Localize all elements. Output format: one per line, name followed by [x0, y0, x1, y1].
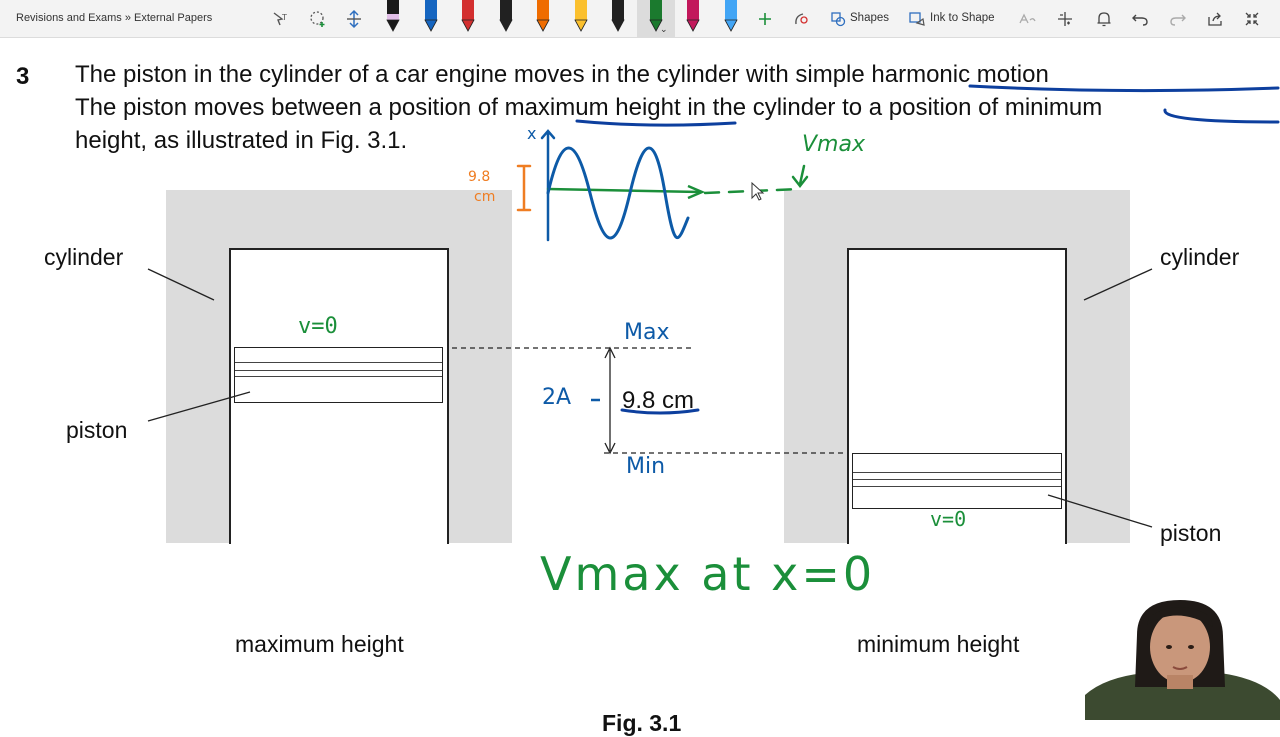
- add-space-icon[interactable]: [342, 0, 366, 38]
- pen-9[interactable]: [683, 0, 703, 32]
- annotation-min: Min: [626, 454, 666, 479]
- label-piston-right: piston: [1160, 520, 1222, 546]
- caption-min-height: minimum height: [857, 631, 1020, 657]
- annotation-vmax-top: Vmax: [802, 132, 865, 157]
- mouse-cursor-icon: [751, 181, 765, 201]
- distance-label: 9.8 cm: [622, 387, 695, 414]
- question-line-1: The piston in the cylinder of a car engi…: [75, 63, 1049, 87]
- ink-to-shape-icon[interactable]: [907, 0, 927, 38]
- lasso-icon[interactable]: [306, 0, 330, 38]
- notebook-page[interactable]: 3 The piston in the cylinder of a car en…: [0, 38, 1280, 736]
- question-number: 3: [16, 63, 30, 90]
- undo-icon[interactable]: [1128, 0, 1152, 38]
- pen-8[interactable]: [646, 0, 666, 32]
- figure-lines: [147, 268, 1153, 528]
- annotation-v0-left: v=0: [298, 314, 338, 339]
- presenter-avatar: [1085, 595, 1280, 720]
- collapse-icon[interactable]: [1240, 0, 1264, 38]
- label-cylinder-right: cylinder: [1160, 244, 1240, 270]
- annotation-orange-unit: cm: [474, 189, 496, 205]
- underline-shm: [968, 84, 1280, 93]
- annotation-2a: 2A: [542, 385, 572, 410]
- pen-10[interactable]: [721, 0, 741, 32]
- question-line-3: height, as illustrated in Fig. 3.1.: [75, 127, 408, 154]
- sketch-x-axis: [540, 129, 556, 242]
- share-icon[interactable]: [1204, 0, 1228, 38]
- annotation-axis-x: x: [527, 124, 537, 143]
- pen-5[interactable]: [533, 0, 553, 32]
- label-piston-left: piston: [66, 417, 128, 443]
- redo-icon[interactable]: [1166, 0, 1190, 38]
- pen-6[interactable]: [571, 0, 591, 32]
- underline-minimum: [1163, 108, 1280, 124]
- annotation-v0-right: v=0: [930, 507, 967, 531]
- highlight-max-height: maximum height: [504, 94, 681, 121]
- orange-bracket: [516, 164, 532, 212]
- shapes-button[interactable]: Shapes: [850, 12, 890, 24]
- pen-4[interactable]: [496, 0, 516, 32]
- question-line-2b: in the cylinder to a position of: [680, 94, 1005, 121]
- pen-2[interactable]: [421, 0, 441, 32]
- pen-7[interactable]: [608, 0, 628, 32]
- underline-distance: [620, 408, 700, 415]
- label-cylinder-left: cylinder: [44, 244, 124, 270]
- presenter-webcam: [1085, 595, 1280, 720]
- pen-1[interactable]: [383, 0, 403, 32]
- annotation-max: Max: [624, 320, 670, 345]
- ink-to-math-icon[interactable]: [1016, 0, 1038, 38]
- ink-to-shape-button[interactable]: Ink to Shape: [930, 12, 995, 24]
- piston-left: [234, 347, 443, 403]
- question-line-1-text: The piston in the cylinder of a car engi…: [75, 61, 796, 88]
- svg-text:T: T: [281, 13, 287, 22]
- underline-max-height: [575, 119, 737, 127]
- sketch-sine-wave: [546, 146, 690, 240]
- pen-3[interactable]: [458, 0, 478, 32]
- vmax-arrow: [791, 164, 809, 189]
- ink-annotations: [516, 84, 1280, 415]
- highlight-minimum: minimum: [1004, 94, 1103, 121]
- question-line-2a: The piston moves between a position of: [75, 94, 505, 121]
- caption-max-height: maximum height: [235, 631, 404, 657]
- question-line-2: The piston moves between a position of m…: [75, 96, 1102, 120]
- lasso-select-icon[interactable]: T: [268, 0, 292, 38]
- add-pen-icon[interactable]: [755, 0, 775, 38]
- breadcrumb[interactable]: Revisions and Exams » External Papers: [16, 12, 213, 24]
- ribbon-toolbar: Revisions and Exams » External Papers T …: [0, 0, 1280, 38]
- piston-right: [852, 453, 1062, 509]
- math-icon[interactable]: [1053, 0, 1077, 38]
- highlight-shm: simple harmonic motion: [795, 61, 1049, 88]
- sketch-t-axis: [546, 187, 702, 194]
- shapes-icon[interactable]: [828, 0, 848, 38]
- annotation-orange-value: 9.8: [468, 169, 491, 185]
- ruler-icon[interactable]: [790, 0, 812, 38]
- pen-dropdown-chevron-icon[interactable]: ⌄: [660, 24, 668, 34]
- annotation-vmax-at-x0: Vmax at x=0: [540, 547, 876, 601]
- bell-icon[interactable]: [1092, 0, 1116, 38]
